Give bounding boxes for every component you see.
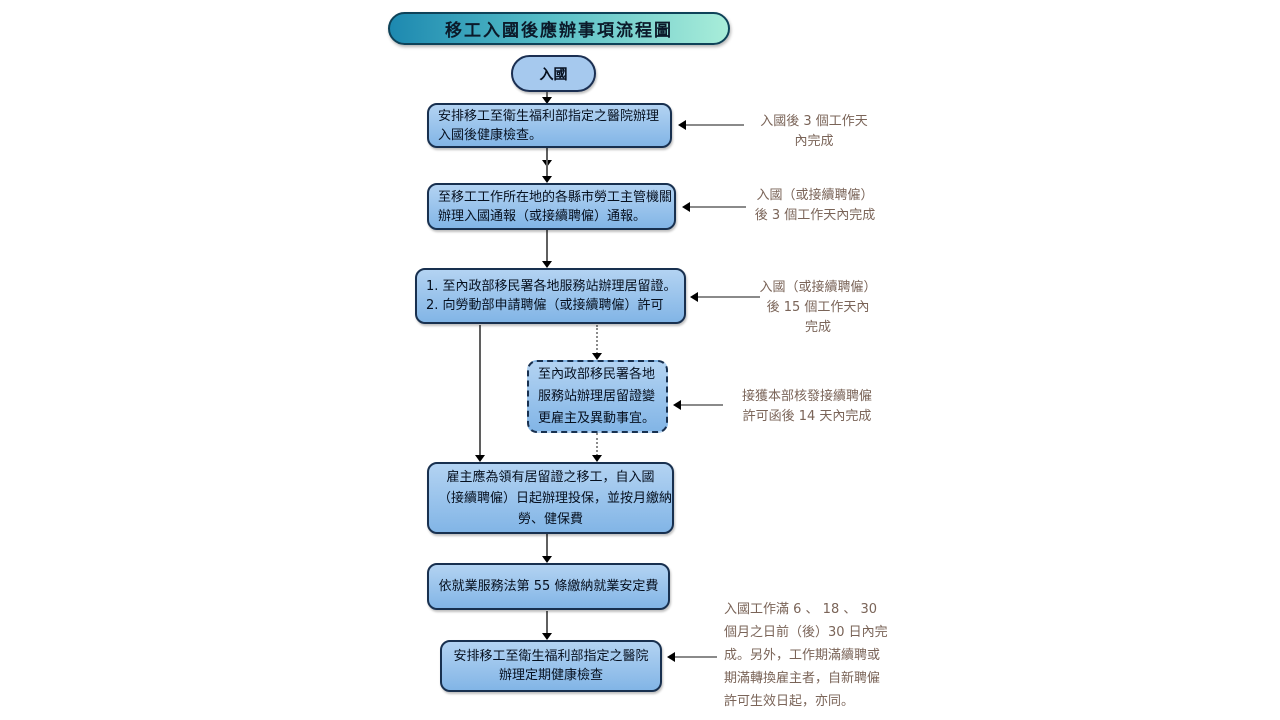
note-text-line: 後 15 個工作天內	[766, 300, 870, 315]
arrow-line	[546, 534, 548, 557]
arrowhead-left-icon	[678, 120, 686, 130]
arrow-line	[546, 148, 548, 177]
flowchart-title: 移工入國後應辦事項流程圖	[388, 12, 730, 45]
arrow-line	[479, 325, 481, 456]
node-text-line: 1. 至內政部移民署各地服務站辦理居留證。	[426, 279, 677, 294]
node-text-line: 入國後健康檢查。	[438, 127, 543, 143]
arrow-line	[674, 656, 717, 658]
note-text-line: 許可函後 14 天內完成	[742, 409, 872, 424]
note-text-line: 入國後 3 個工作天	[760, 114, 868, 129]
arrow-note-permit-change	[673, 400, 723, 410]
deadline-note-permits: 入國（或接續聘僱） 後 15 個工作天內 完成	[748, 278, 888, 338]
node-text-line: 勞、健保費	[517, 511, 583, 527]
arrow-note-permits	[690, 292, 760, 302]
arrowhead-left-icon	[690, 292, 698, 302]
arrowhead-left-icon	[673, 400, 681, 410]
note-text-line: 完成	[804, 320, 831, 335]
arrow-entry-to-health-check	[542, 92, 552, 104]
flow-node-residence-permit-change: 至內政部移民署各地 服務站辦理居留證變 更雇主及異動事宜。	[527, 360, 668, 433]
flow-node-insurance-enrollment: 雇主應為領有居留證之移工，自入國 （接續聘僱）日起辦理投保，並按月繳納 勞、健保…	[427, 462, 674, 534]
arrow-permits-to-insurance	[475, 325, 485, 462]
arrowhead-down-icon	[542, 633, 552, 640]
arrow-note-regular-health-check	[667, 652, 717, 662]
arrow-health-check-to-notification	[542, 148, 552, 183]
arrowhead-down-icon	[592, 455, 602, 462]
node-text-line: 至內政部移民署各地	[538, 366, 656, 382]
arrow-line	[546, 230, 548, 262]
start-node-entry: 入國	[511, 55, 596, 92]
note-text-line: 入國工作滿 6 、 18 、 30	[724, 602, 878, 617]
arrow-permits-to-permit-change-dotted	[592, 325, 602, 360]
arrow-fee-to-regular-health-check	[542, 611, 552, 640]
arrow-line	[546, 611, 548, 634]
arrow-line	[596, 433, 598, 456]
node-text-line: 更雇主及異動事宜。	[538, 410, 656, 426]
flow-node-employment-stability-fee: 依就業服務法第 55 條繳納就業安定費	[427, 563, 670, 610]
node-text-line: 依就業服務法第 55 條繳納就業安定費	[438, 579, 659, 594]
arrow-line	[546, 92, 548, 98]
arrowhead-down-icon	[542, 261, 552, 268]
arrow-line	[685, 124, 744, 126]
note-text-line: 接獲本部核發接續聘僱	[741, 389, 872, 404]
arrowhead-left-icon	[682, 202, 690, 212]
arrowhead-down-icon	[542, 97, 552, 104]
note-text-line: 入國（或接續聘僱）	[759, 280, 877, 295]
arrow-note-health-check	[678, 120, 744, 130]
arrow-note-notification	[682, 202, 746, 212]
node-text-line: 安排移工至衛生福利部指定之醫院	[453, 649, 649, 664]
arrowhead-left-icon	[667, 652, 675, 662]
arrow-permit-change-to-insurance-dotted	[592, 433, 602, 462]
flow-node-regular-health-check: 安排移工至衛生福利部指定之醫院 辦理定期健康檢查	[440, 640, 662, 692]
flow-node-post-entry-health-check: 安排移工至衛生福利部指定之醫院辦理 入國後健康檢查。	[427, 103, 672, 148]
note-text-line: 期滿轉換雇主者，自新聘僱	[724, 671, 881, 686]
arrow-line	[680, 404, 723, 406]
node-text-line: （接續聘僱）日起辦理投保，並按月繳納	[438, 490, 673, 506]
deadline-note-regular-health-check: 入國工作滿 6 、 18 、 30 個月之日前（後）30 日內完 成。另外，工作…	[724, 598, 920, 713]
node-text-line: 辦理入國通報（或接續聘僱）通報。	[438, 208, 647, 224]
node-text-line: 安排移工至衛生福利部指定之醫院辦理	[438, 108, 660, 124]
deadline-note-notification: 入國（或接續聘僱） 後 3 個工作天內完成	[740, 186, 890, 226]
note-text-line: 許可生效日起，亦同。	[724, 694, 855, 709]
arrowhead-down-icon	[592, 353, 602, 360]
arrowhead-down-icon	[475, 455, 485, 462]
node-text-line: 雇主應為領有居留證之移工，自入國	[446, 469, 655, 485]
flow-node-residence-and-work-permit: 1. 至內政部移民署各地服務站辦理居留證。 2. 向勞動部申請聘僱（或接續聘僱）…	[415, 268, 686, 324]
node-text-line: 服務站辦理居留證變	[538, 388, 656, 404]
deadline-note-permit-change: 接獲本部核發接續聘僱 許可函後 14 天內完成	[726, 387, 888, 427]
node-text-line: 至移工工作所在地的各縣市勞工主管機關	[438, 189, 673, 205]
note-text-line: 入國（或接續聘僱）	[756, 188, 874, 203]
note-text-line: 內完成	[794, 134, 834, 149]
node-text-line: 2. 向勞動部申請聘僱（或接續聘僱）許可	[426, 298, 664, 313]
note-text-line: 成。另外，工作期滿續聘或	[724, 648, 881, 663]
note-text-line: 後 3 個工作天內完成	[754, 208, 876, 223]
arrowhead-down-icon	[542, 176, 552, 183]
arrow-notification-to-permits	[542, 230, 552, 268]
arrow-line	[697, 296, 760, 298]
arrow-line	[689, 206, 746, 208]
arrow-line	[596, 325, 598, 354]
flow-node-entry-notification: 至移工工作所在地的各縣市勞工主管機關 辦理入國通報（或接續聘僱）通報。	[427, 183, 676, 230]
arrow-insurance-to-fee	[542, 534, 552, 563]
node-text-line: 辦理定期健康檢查	[498, 668, 603, 683]
arrowhead-down-icon	[542, 556, 552, 563]
deadline-note-health-check: 入國後 3 個工作天 內完成	[744, 112, 884, 152]
note-text-line: 個月之日前（後）30 日內完	[724, 625, 888, 640]
